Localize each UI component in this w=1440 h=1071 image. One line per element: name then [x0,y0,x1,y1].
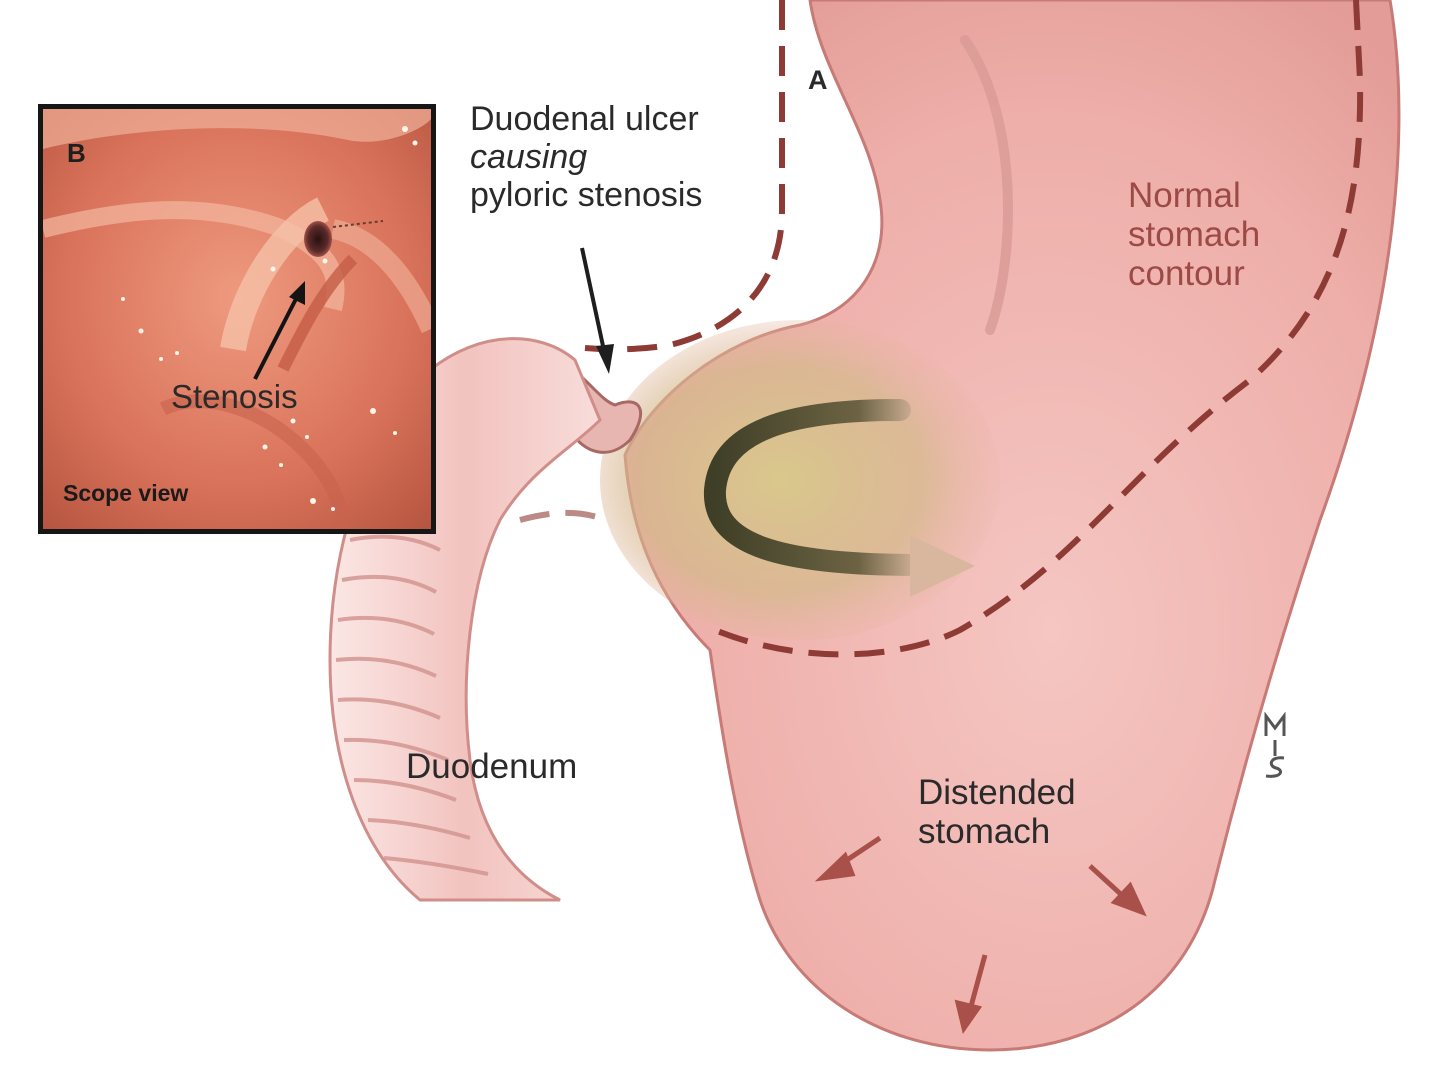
ulcer-label-line3: pyloric stenosis [470,176,703,215]
stomach-fold [960,35,1013,335]
ulcer-label-line2: causing [470,138,588,177]
distended-line2: stomach [918,812,1051,852]
flow-arrowhead [910,535,975,597]
signature-mark [1264,711,1286,778]
ulcer-pointer-line [580,247,608,361]
distended-stomach-label: Distended stomach [918,773,1076,851]
normal-contour-label: Normal stomach contour [1128,176,1260,294]
stomach-body [623,0,1401,1052]
stenosis-pointer-line [253,292,301,380]
distension-arrows [814,835,1147,1034]
stenosis-pointer-arrowhead [289,281,305,305]
ulcer-label-line1: Duodenal ulcer [470,100,699,138]
duodenum-folds [335,534,489,876]
flow-arrow [703,399,931,576]
normal-contour-line-outer [713,0,1364,658]
retained-fluid [600,320,1000,640]
normal-contour-line [584,0,785,353]
panel-b-label: B [67,138,86,168]
ulcer-pointer-arrowhead [596,344,614,374]
normal-contour-line1: Normal [1128,176,1241,215]
artist-signature [1262,711,1288,782]
panel-a-label: A [808,65,828,95]
scope-view-caption: Scope view [63,480,189,506]
scope-view-inset: B Stenosis Scope view [38,104,436,534]
distended-line1: Distended [918,773,1076,812]
stenosis-label: Stenosis [171,378,298,415]
normal-contour-line-duodenal [519,509,601,523]
ulcer-label: Duodenal ulcer causing pyloric stenosis [470,100,702,214]
endoscopic-image [43,109,431,529]
normal-contour-line2: stomach [1128,215,1261,255]
normal-contour-line3: contour [1128,254,1245,294]
duodenum-label: Duodenum [406,747,578,786]
